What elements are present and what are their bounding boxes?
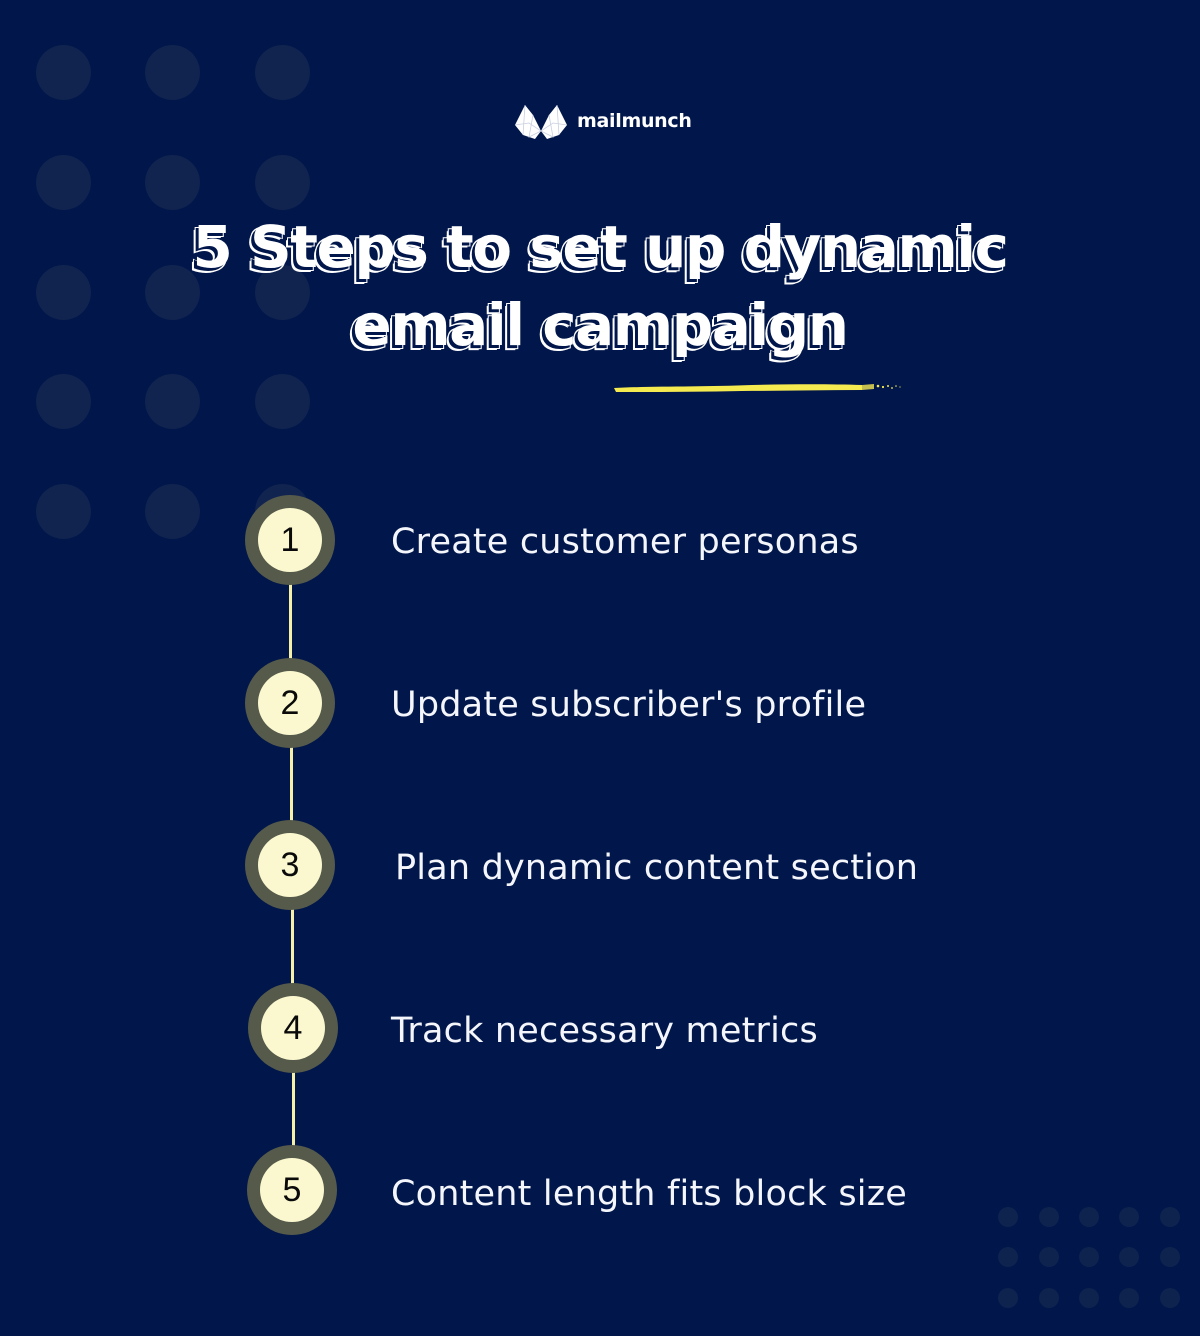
- step-label: Content length fits block size: [391, 1174, 907, 1214]
- decor-dot: [145, 265, 200, 320]
- decor-dot: [998, 1288, 1018, 1308]
- decor-dot: [255, 155, 310, 210]
- brand-name: mailmunch: [577, 110, 692, 132]
- mailmunch-m-logo-icon: [514, 104, 568, 139]
- title-line-1: 5 Steps to set up dynamic: [192, 213, 1009, 281]
- decor-dot: [36, 45, 91, 100]
- decor-dot: [255, 45, 310, 100]
- timeline-connector: [290, 745, 293, 825]
- decor-dot: [145, 155, 200, 210]
- decor-dot: [36, 484, 91, 539]
- step-label: Track necessary metrics: [391, 1011, 818, 1051]
- decor-dot: [36, 155, 91, 210]
- step-number-badge: 2: [245, 658, 335, 748]
- decor-dot: [1079, 1247, 1099, 1267]
- step-number-badge: 5: [247, 1145, 337, 1235]
- decor-dot: [1160, 1247, 1180, 1267]
- step-number-badge: 4: [248, 983, 338, 1073]
- decor-dot: [1039, 1288, 1059, 1308]
- decor-dot: [1119, 1247, 1139, 1267]
- step-number: 5: [260, 1158, 324, 1222]
- step-number: 1: [258, 508, 322, 572]
- step-number-badge: 3: [245, 820, 335, 910]
- decor-dot: [1079, 1207, 1099, 1227]
- page-title: 5 Steps to set up dynamic email campaign: [0, 208, 1200, 364]
- decor-dot: [998, 1247, 1018, 1267]
- step-label: Create customer personas: [391, 522, 859, 562]
- step-number: 2: [258, 671, 322, 735]
- decor-dot: [255, 265, 310, 320]
- decor-dot: [1160, 1207, 1180, 1227]
- timeline-connector: [291, 908, 294, 990]
- timeline-connector: [289, 582, 292, 662]
- step-number: 4: [261, 996, 325, 1060]
- decor-dot: [145, 374, 200, 429]
- decor-dot: [36, 265, 91, 320]
- step-label: Plan dynamic content section: [395, 848, 919, 888]
- decor-dot: [1119, 1207, 1139, 1227]
- decor-dot: [1039, 1207, 1059, 1227]
- decor-dot: [1119, 1288, 1139, 1308]
- brand-logo: mailmunch: [513, 100, 692, 142]
- brush-underline-decoration: [614, 384, 901, 392]
- decor-dot: [1039, 1247, 1059, 1267]
- decor-dot: [1079, 1288, 1099, 1308]
- decor-dot: [1160, 1288, 1180, 1308]
- decor-dot: [36, 374, 91, 429]
- step-number-badge: 1: [245, 495, 335, 585]
- timeline-connector: [292, 1071, 295, 1151]
- step-number: 3: [258, 833, 322, 897]
- decor-dot: [145, 45, 200, 100]
- decor-dot: [145, 484, 200, 539]
- step-label: Update subscriber's profile: [391, 685, 867, 725]
- decor-dot: [998, 1207, 1018, 1227]
- title-line-2: email campaign: [352, 291, 849, 359]
- decor-dot: [255, 374, 310, 429]
